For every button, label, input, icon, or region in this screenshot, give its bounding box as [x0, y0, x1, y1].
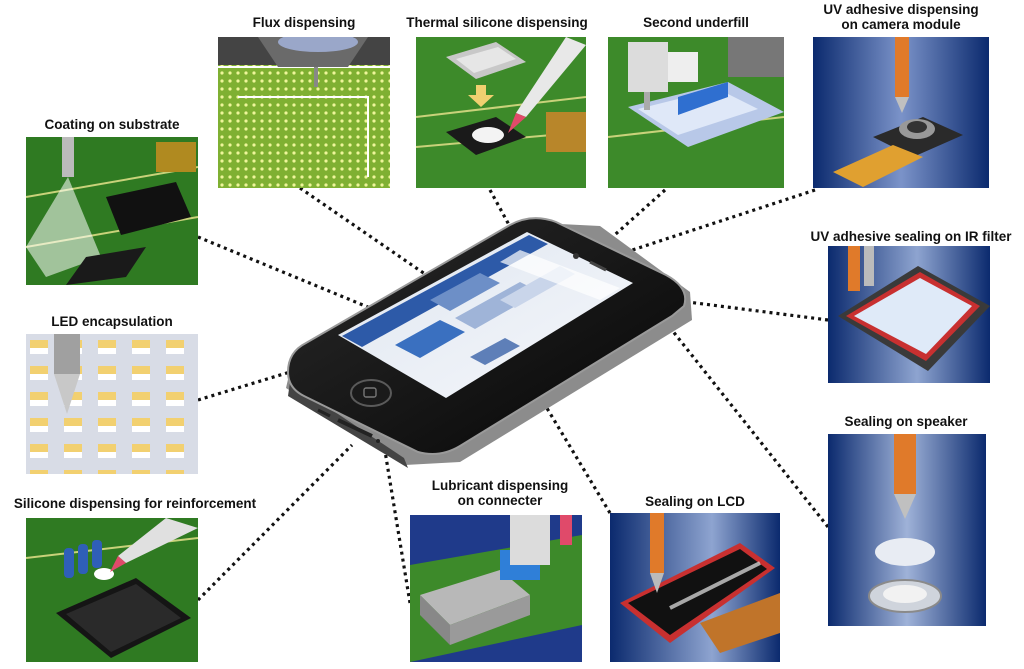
caption-lubricant-line2: on connecter: [457, 493, 543, 508]
tile-lcd: [610, 513, 780, 662]
caption-uv-camera-line2: on camera module: [841, 17, 961, 32]
caption-underfill: Second underfill: [643, 15, 749, 30]
tile-silicone: [26, 518, 198, 662]
caption-coating: Coating on substrate: [44, 117, 180, 132]
tile-uv-ir: [828, 246, 990, 383]
home-button-icon: [350, 379, 392, 407]
tile-thermal: [416, 37, 586, 188]
caption-uv-camera: UV adhesive dispensing on camera module: [805, 2, 997, 32]
connector-led: [197, 370, 291, 402]
connector-uv-camera: [607, 188, 816, 260]
tile-coating: [26, 137, 198, 285]
caption-led: LED encapsulation: [51, 314, 173, 329]
screen-header-bar: [342, 235, 548, 347]
caption-uv-ir: UV adhesive sealing on IR filter: [810, 229, 1012, 244]
tile-uv-camera: [813, 37, 989, 188]
connector-lubricant: [382, 444, 412, 604]
caption-lubricant: Lubricant dispensing on connecter: [412, 478, 588, 508]
tile-lubricant: [410, 515, 582, 662]
tile-led: [26, 334, 198, 474]
tile-speaker: [828, 434, 986, 626]
caption-uv-camera-line1: UV adhesive dispensing: [823, 2, 979, 17]
caption-lcd: Sealing on LCD: [645, 494, 745, 509]
connector-silicone: [196, 443, 354, 602]
caption-thermal: Thermal silicone dispensing: [406, 15, 588, 30]
caption-silicone: Silicone dispensing for reinforcement: [13, 496, 257, 511]
caption-flux: Flux dispensing: [252, 15, 356, 30]
caption-lubricant-line1: Lubricant dispensing: [431, 478, 569, 493]
tile-flux: [218, 37, 390, 188]
tile-underfill: [608, 37, 784, 188]
caption-speaker: Sealing on speaker: [844, 414, 968, 429]
connector-uv-ir: [687, 300, 829, 322]
